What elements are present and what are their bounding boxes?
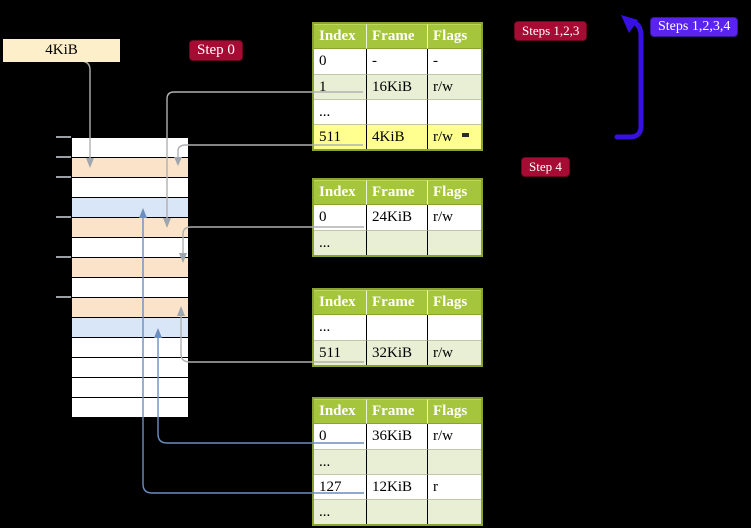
table-cell xyxy=(366,449,427,474)
memory-frame-row-white xyxy=(72,278,188,298)
table-cell: 127 xyxy=(314,474,366,499)
step0-badge: Step 0 xyxy=(189,40,243,61)
table-row: ... xyxy=(314,99,481,124)
table-cell: ... xyxy=(314,449,366,474)
table-cell: 0 xyxy=(314,205,366,230)
table-cell: 36KiB xyxy=(366,424,427,449)
table-cell: - xyxy=(427,49,481,74)
table-cell: ... xyxy=(314,499,366,524)
table-cell xyxy=(366,99,427,124)
column-header: Frame xyxy=(366,290,427,315)
memory-frame-row-white xyxy=(72,358,188,378)
table-cell: 0 xyxy=(314,424,366,449)
table-cell xyxy=(366,315,427,340)
column-header: Index xyxy=(314,24,366,49)
column-header: Frame xyxy=(366,24,427,49)
memory-frame-row-peach xyxy=(72,298,188,318)
column-header: Index xyxy=(314,180,366,205)
table-cell xyxy=(427,99,481,124)
memory-tick xyxy=(56,296,71,298)
memory-frame-row-white xyxy=(72,138,188,158)
table-cell: 4KiB xyxy=(366,124,427,149)
table-cell: 511 xyxy=(314,340,366,365)
table-cell: r/w xyxy=(427,205,481,230)
memory-frame-row-white xyxy=(72,398,188,417)
table-cell xyxy=(427,499,481,524)
physical-memory-column xyxy=(71,137,189,418)
memory-tick xyxy=(56,136,71,138)
table-cell: 24KiB xyxy=(366,205,427,230)
table-cell: ... xyxy=(314,315,366,340)
table-cell: 1 xyxy=(314,74,366,99)
memory-frame-row-white xyxy=(72,238,188,258)
column-header: Flags xyxy=(427,290,481,315)
column-header: Index xyxy=(314,399,366,424)
table-row: ... xyxy=(314,449,481,474)
column-header: Index xyxy=(314,290,366,315)
memory-frame-row-blue xyxy=(72,198,188,218)
table-cell xyxy=(366,230,427,255)
column-header: Frame xyxy=(366,399,427,424)
table-cell: 32KiB xyxy=(366,340,427,365)
table-row: ... xyxy=(314,315,481,340)
table-cell: 511 xyxy=(314,124,366,149)
steps1234-badge: Steps 1,2,3,4 xyxy=(650,17,739,37)
table-cell: r/w xyxy=(427,124,481,149)
steps-bracket-arrow xyxy=(614,19,644,140)
steps123-badge: Steps 1,2,3 xyxy=(514,21,588,41)
memory-tick xyxy=(56,256,71,258)
table-cell xyxy=(366,499,427,524)
table-cell xyxy=(427,315,481,340)
frame-size-label: 4KiB xyxy=(3,39,120,62)
memory-frame-row-white xyxy=(72,378,188,398)
memory-frame-row-peach xyxy=(72,218,188,238)
memory-tick xyxy=(56,216,71,218)
memory-frame-row-white xyxy=(72,338,188,358)
memory-frame-row-white xyxy=(72,178,188,198)
column-header: Flags xyxy=(427,24,481,49)
column-header: Frame xyxy=(366,180,427,205)
table-row: 0-- xyxy=(314,49,481,74)
column-header: Flags xyxy=(427,180,481,205)
memory-frame-row-peach xyxy=(72,258,188,278)
table-cell: 0 xyxy=(314,49,366,74)
table-cell: - xyxy=(366,49,427,74)
table-cell: r xyxy=(427,474,481,499)
memory-frame-row-blue xyxy=(72,318,188,338)
table-cell: 16KiB xyxy=(366,74,427,99)
table-cell: 12KiB xyxy=(366,474,427,499)
step4-badge: Step 4 xyxy=(521,157,570,177)
table-cell: ... xyxy=(314,99,366,124)
table-cell: ... xyxy=(314,230,366,255)
column-header: Flags xyxy=(427,399,481,424)
table-cell xyxy=(427,230,481,255)
memory-frame-row-peach xyxy=(72,158,188,178)
table-cell xyxy=(427,449,481,474)
memory-tick xyxy=(56,176,71,178)
arrowhead-upleft-icon xyxy=(621,15,638,33)
memory-tick xyxy=(56,156,71,158)
table-cell: r/w xyxy=(427,74,481,99)
table-row: ... xyxy=(314,230,481,255)
table-cell: r/w xyxy=(427,424,481,449)
table-cell: r/w xyxy=(427,340,481,365)
table-row: ... xyxy=(314,499,481,524)
